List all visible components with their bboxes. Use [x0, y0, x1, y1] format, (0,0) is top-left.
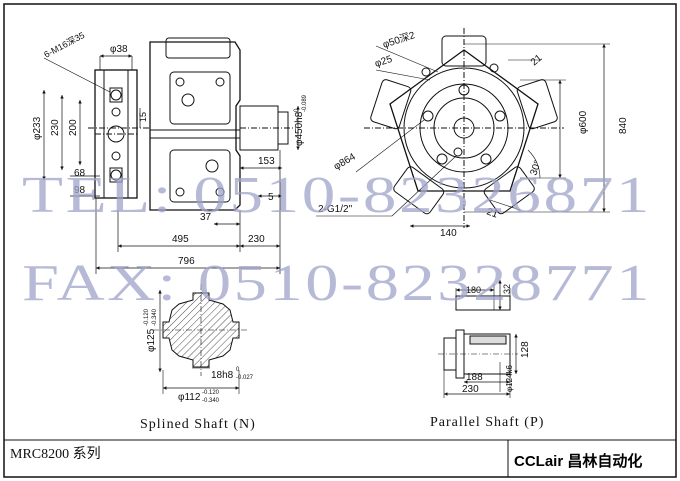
dim-d450-tol-dn: -0.089	[302, 94, 308, 112]
dim-68: 68	[74, 168, 86, 179]
dim-18h8: 18h8	[211, 370, 234, 381]
dim-230: 230	[50, 119, 61, 136]
dim-5: 5	[268, 192, 274, 203]
dim-21b: 21	[485, 206, 500, 220]
side-view-dimensions	[42, 54, 300, 274]
side-elevation-view	[88, 37, 296, 211]
dim-230b: 230	[248, 234, 265, 245]
model-label: MRC8200 系列	[10, 446, 101, 462]
parallel-shaft-view	[438, 280, 518, 398]
splined-shaft-labels: φ125 -0.120 -0.340 18h8 0 -0.027 φ112 -0…	[140, 308, 256, 432]
dim-21a: 21	[529, 52, 545, 68]
front-view	[316, 28, 610, 228]
dim-188: 188	[466, 372, 483, 383]
dim-18h8-tol-up: 0	[236, 367, 240, 373]
dim-d50: φ50深2	[381, 29, 417, 51]
dim-495: 495	[172, 234, 189, 245]
dim-d125: φ125	[146, 328, 157, 352]
sheet-frame	[3, 3, 677, 478]
dim-d112-tol-up: -0.120	[202, 390, 220, 396]
watermark: TEL: 0510-82326871 FAX: 0510-82328771	[22, 167, 652, 312]
dim-port: 2-G1/2"	[318, 204, 353, 215]
dim-37: 37	[200, 212, 212, 223]
dim-d25: φ25	[374, 54, 395, 70]
dim-128: 128	[520, 341, 531, 358]
dim-d112-tol-dn: -0.340	[202, 398, 220, 404]
dim-98: 98	[74, 185, 86, 196]
dim-d125-tol-dn: -0.340	[152, 308, 158, 326]
dim-32: 32	[502, 284, 512, 294]
dim-18h8-tol-dn: -0.027	[236, 375, 254, 381]
parallel-shaft-labels: 180 32 128 188 230 φ124k6 Parallel Shaft…	[430, 284, 544, 430]
watermark-tel: TEL: 0510-82326871	[22, 167, 652, 224]
dim-d38: φ38	[110, 44, 128, 55]
parallel-shaft-caption: Parallel Shaft (P)	[430, 415, 544, 430]
dim-d600: φ600	[578, 110, 589, 134]
dim-d124k6: φ124k6	[505, 364, 514, 392]
dim-d450: φ450h8	[294, 111, 305, 146]
dim-153: 153	[258, 156, 275, 167]
dim-angle: 30°	[528, 159, 544, 177]
dim-796: 796	[178, 256, 195, 267]
brand-label: CCLair 昌林自动化	[514, 452, 642, 470]
dim-840: 840	[618, 117, 629, 134]
dim-d125-tol-up: -0.120	[144, 308, 150, 326]
dim-200: 200	[68, 119, 79, 136]
dim-140: 140	[440, 228, 457, 239]
splined-shaft-section	[153, 284, 249, 394]
dim-thread: 6-M16深35	[42, 30, 86, 60]
side-view-labels: φ38 6-M16深35 φ233 230 200 15 68 98 φ450h…	[32, 30, 308, 267]
watermark-fax: FAX: 0510-82328771	[22, 255, 652, 312]
dim-15: 15	[138, 112, 148, 122]
dim-230: 230	[462, 384, 479, 395]
dim-180: 180	[466, 285, 481, 295]
splined-shaft-caption: Splined Shaft (N)	[140, 417, 256, 432]
dim-d450-tol-up: 0	[294, 108, 300, 112]
dim-d112: φ112	[178, 392, 201, 403]
dim-d233: φ233	[32, 116, 43, 140]
